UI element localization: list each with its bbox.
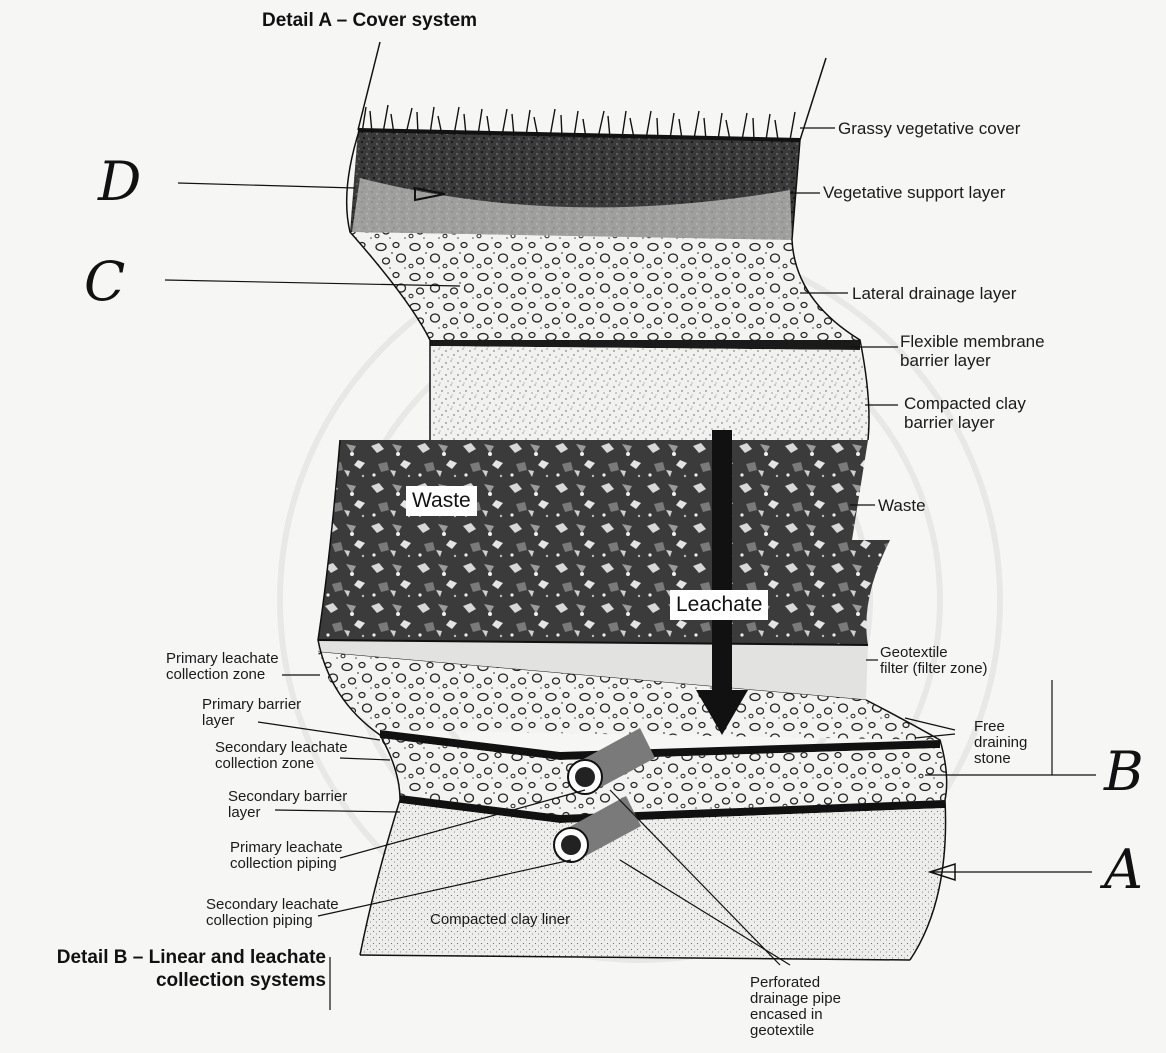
label-waste: Waste [878,496,926,515]
label-free-draining-stone: Free draining stone [974,719,1027,767]
leachate-box-label: Leachate [670,590,768,620]
handwritten-a: A [1104,838,1143,901]
handwritten-c: C [84,250,125,313]
label-geotextile-filter: Geotextile filter (filter zone) [880,645,988,677]
label-perforated-drainage-pipe: Perforated drainage pipe encased in geot… [750,975,841,1039]
label-primary-leachate-collection-zone: Primary leachate collection zone [166,651,286,683]
label-primary-leachate-collection-piping: Primary leachate collection piping [230,840,343,872]
title-detail-a: Detail A – Cover system [262,10,477,32]
waste-box-label: Waste [406,486,477,516]
title-detail-b: Detail B – Linear and leachate collectio… [6,946,326,992]
label-primary-barrier-layer: Primary barrier layer [202,697,301,729]
label-secondary-barrier-layer: Secondary barrier layer [228,789,347,821]
label-compacted-clay-barrier: Compacted clay barrier layer [904,394,1026,432]
label-grassy-vegetative-cover: Grassy vegetative cover [838,119,1020,138]
handwritten-b: B [1104,740,1144,803]
label-lateral-drainage-layer: Lateral drainage layer [852,284,1016,303]
handwritten-d: D [98,150,141,213]
label-secondary-leachate-collection-piping: Secondary leachate collection piping [206,897,339,929]
label-secondary-leachate-collection-zone: Secondary leachate collection zone [215,740,348,772]
label-flexible-membrane-barrier: Flexible membrane barrier layer [900,332,1045,370]
label-compacted-clay-liner: Compacted clay liner [430,912,570,928]
label-vegetative-support-layer: Vegetative support layer [823,183,1005,202]
